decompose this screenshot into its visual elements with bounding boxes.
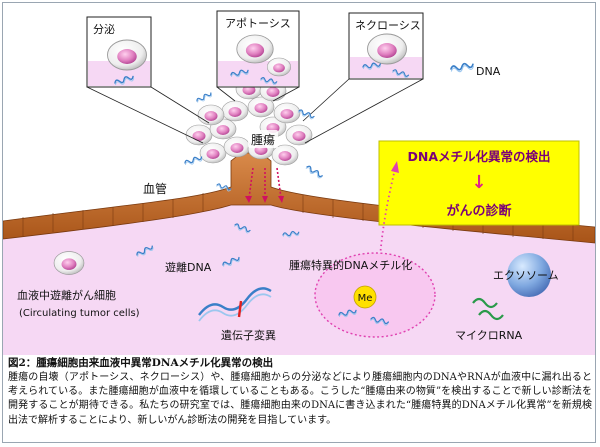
tumor-cluster — [185, 78, 313, 166]
callout-arrow-icon: ↓ — [471, 172, 486, 193]
methyl-mark — [353, 285, 377, 309]
caption-body: 腫瘍の自壊（アポトーシス、ネクローシス）や、腫瘍細胞からの分泌などにより腫瘍細胞… — [8, 372, 592, 426]
ctc-cell — [53, 250, 85, 276]
microrna-strands — [472, 297, 504, 321]
tumor-label: 腫瘍 — [251, 132, 275, 147]
blood-region — [3, 199, 595, 355]
ctc-label-line1: 血液中遊離がん細胞 — [17, 288, 116, 302]
panel-secretion: 分泌 — [86, 16, 210, 144]
tumor-dna-diagram: 腫瘍 分泌 アポトーシス ネクローシス DNA — [3, 10, 595, 355]
free-dna-label: 遊離DNA — [165, 260, 212, 274]
ctc-label-line2: (Circulating tumor cells) — [19, 308, 140, 319]
callout-line1: DNAメチル化異常の検出 — [407, 149, 550, 164]
panel-apoptosis-label: アポトーシス — [225, 17, 291, 30]
panel-necrosis-label: ネクローシス — [355, 19, 421, 32]
detection-arrow — [378, 168, 396, 274]
panel-necrosis: ネクローシス — [302, 12, 424, 144]
microrna-label: マイクロRNA — [455, 329, 523, 342]
panel-apoptosis: アポトーシス — [216, 10, 300, 102]
caption-title: 図2：腫瘍細胞由来血液中異常DNAメチル化異常の検出 — [8, 357, 274, 369]
panel-secretion-label: 分泌 — [93, 23, 115, 36]
methylation-region: Me — [314, 252, 436, 338]
release-arrows — [248, 167, 282, 199]
callout-box: DNAメチル化異常の検出 ↓ がんの診断 — [378, 140, 580, 226]
figure-caption: 図2：腫瘍細胞由来血液中異常DNAメチル化異常の検出 腫瘍の自壊（アポトーシス、… — [8, 356, 592, 428]
exosome-label: エクソソーム — [493, 269, 559, 282]
methylation-label: 腫瘍特異的DNAメチル化 — [289, 258, 412, 272]
methyl-label: Me — [358, 293, 373, 304]
vessel-label: 血管 — [143, 181, 167, 196]
mutation-dna — [198, 287, 272, 322]
exosome — [507, 253, 551, 297]
dna-legend-label: DNA — [476, 65, 501, 78]
callout-line2: がんの診断 — [446, 203, 511, 219]
mutation-label: 遺伝子変異 — [221, 328, 276, 342]
dna-legend-icon — [449, 61, 475, 75]
